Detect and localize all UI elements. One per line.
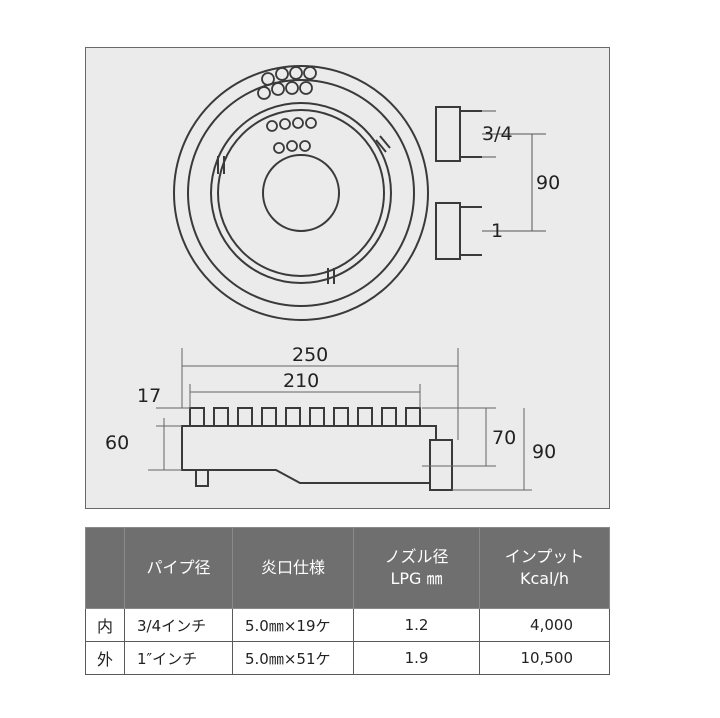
dim-burner-width-label: 210	[283, 370, 319, 392]
input-cell: 10,500	[479, 641, 610, 675]
flame-ports	[257, 66, 317, 154]
dim-height-right-inner-label: 70	[492, 427, 516, 449]
pipe-diameter-cell: 3/4インチ	[124, 608, 233, 642]
pipe-diameter-cell: 1″インチ	[124, 641, 233, 675]
nozzle-diameter-cell: 1.2	[353, 608, 480, 642]
dim-overall-width-label: 250	[292, 344, 328, 366]
header-pipe-diameter: パイプ径	[124, 527, 233, 609]
table-row: 外 1″インチ 5.0㎜×51ケ 1.9 10,500	[85, 641, 610, 675]
dim-pipe-spacing-label: 90	[536, 172, 560, 194]
center-hole	[262, 154, 340, 232]
side-view	[181, 407, 453, 491]
outer-ring	[173, 65, 429, 321]
outer-ring-inner-edge	[187, 79, 415, 307]
row-label: 外	[85, 641, 125, 675]
dim-height-left-label: 60	[105, 432, 129, 454]
input-cell: 4,000	[479, 608, 610, 642]
burner-spec-cell: 5.0㎜×51ケ	[232, 641, 354, 675]
header-blank	[85, 527, 125, 609]
outer-pipe-fitting	[435, 106, 482, 162]
inner-ring	[210, 102, 392, 284]
dim-outer-pipe-label: 1	[491, 220, 503, 242]
burner-drawing: 3/4 1 90 250 210 17 60 70 90	[105, 65, 560, 491]
inner-pipe-fitting	[435, 202, 482, 260]
dim-height-right-outer-label: 90	[532, 441, 556, 463]
dim-step-label: 17	[137, 385, 161, 407]
dim-inner-pipe-label: 3/4	[482, 123, 513, 145]
burner-spec-cell: 5.0㎜×19ケ	[232, 608, 354, 642]
top-view	[173, 65, 482, 321]
table-row: 内 3/4インチ 5.0㎜×19ケ 1.2 4,000	[85, 608, 610, 642]
row-label: 内	[85, 608, 125, 642]
burner-drawing-panel: 3/4 1 90 250 210 17 60 70 90	[85, 47, 610, 509]
nozzle-diameter-cell: 1.9	[353, 641, 480, 675]
side-flame-ports	[189, 407, 421, 427]
header-burner-spec: 炎口仕様	[232, 527, 354, 609]
